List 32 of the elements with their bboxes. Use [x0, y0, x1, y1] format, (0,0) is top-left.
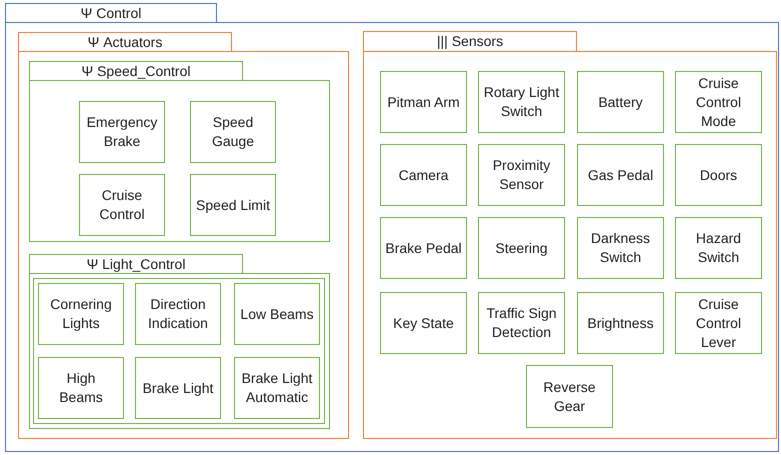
package-tab: Ψ Actuators — [18, 32, 232, 51]
block-box: Brake Pedal — [380, 217, 467, 279]
block-box: Proximity Sensor — [478, 144, 565, 206]
block-box: Battery — [577, 71, 664, 133]
block-box: Brake Light Automatic — [234, 357, 320, 419]
package-tab: ||| Sensors — [363, 31, 577, 51]
block-box: Low Beams — [234, 283, 320, 345]
package-tab: Ψ Control — [5, 3, 217, 22]
block-box: Traffic Sign Detection — [478, 292, 565, 354]
block-box: Brake Light — [135, 357, 221, 419]
block-box: Doors — [675, 144, 762, 206]
block-box: Speed Gauge — [190, 101, 276, 163]
block-box: Speed Limit — [190, 174, 276, 236]
package-tab: Ψ Speed_Control — [29, 61, 243, 80]
block-box: Rotary Light Switch — [478, 71, 565, 133]
block-box: Hazard Switch — [675, 217, 762, 279]
block-box: Cruise Control Lever — [675, 292, 762, 354]
block-box: Cruise Control Mode — [675, 71, 762, 133]
block-box: High Beams — [38, 357, 124, 419]
block-box: Darkness Switch — [577, 217, 664, 279]
block-box: Reverse Gear — [526, 365, 613, 428]
block-box: Key State — [380, 292, 467, 354]
block-box: Camera — [380, 144, 467, 206]
block-box: Steering — [478, 217, 565, 279]
block-box: Direction Indication — [135, 283, 221, 345]
block-box: Brightness — [577, 292, 664, 354]
block-box: Cruise Control — [79, 174, 165, 236]
package-tab: Ψ Light_Control — [29, 254, 243, 273]
block-box: Emergency Brake — [79, 101, 165, 163]
block-box: Gas Pedal — [577, 144, 664, 206]
block-box: Pitman Arm — [380, 71, 467, 133]
block-box: Cornering Lights — [38, 283, 124, 345]
